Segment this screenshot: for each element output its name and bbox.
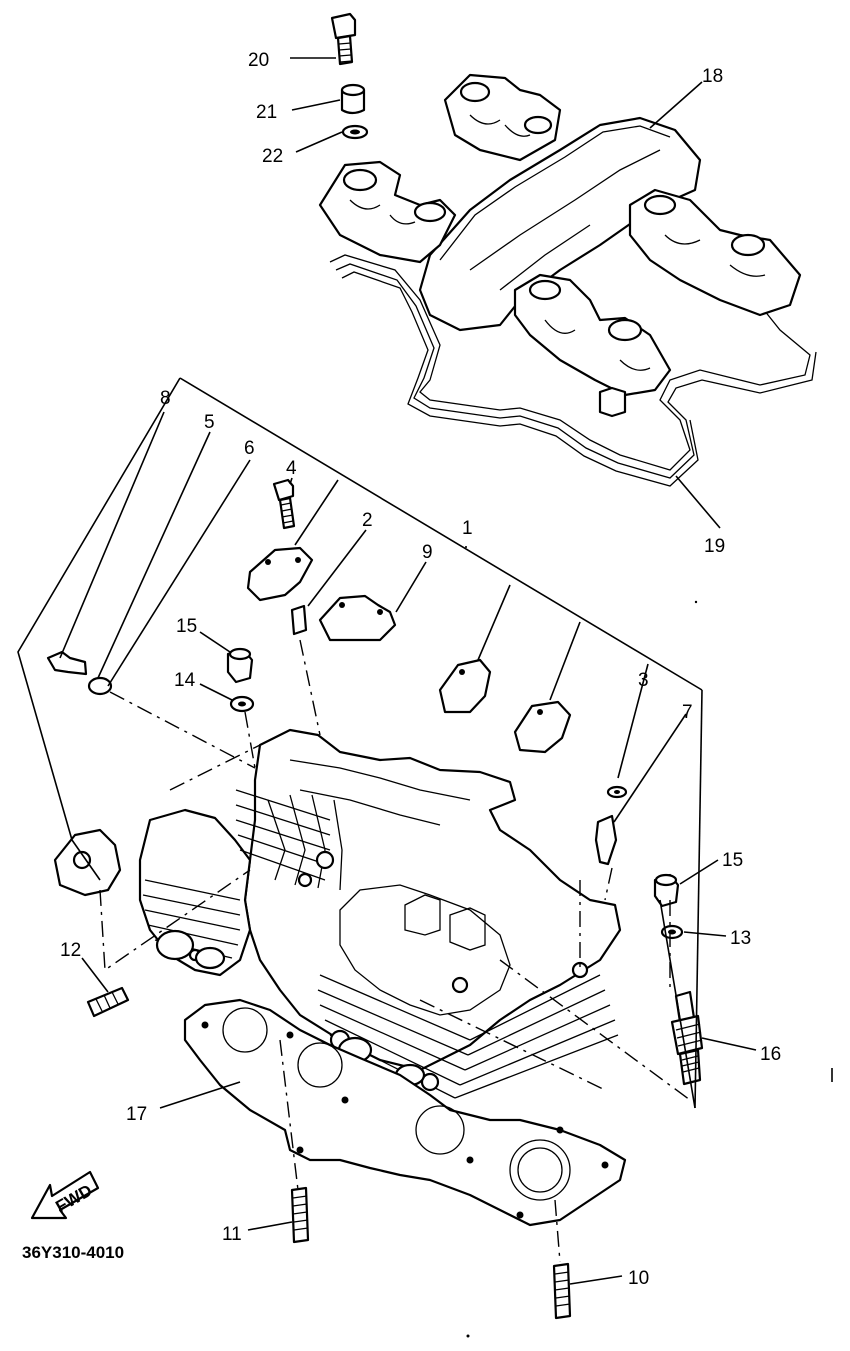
callout-labels: 20 21 22 18 19 8 5 6 4 2 1 9 15 14 3 7 1… bbox=[22, 50, 781, 1289]
callout-15-upper: 15 bbox=[176, 616, 197, 637]
callout-11: 11 bbox=[222, 1224, 242, 1245]
callout-18: 18 bbox=[702, 66, 723, 87]
callout-15-right: 15 bbox=[722, 850, 743, 871]
valve-cover-gasket bbox=[329, 254, 811, 471]
callout-2: 2 bbox=[362, 510, 373, 531]
stud-12 bbox=[86, 986, 130, 1018]
assembly-centerlines bbox=[99, 639, 691, 1263]
cam-cap-upper bbox=[246, 546, 314, 602]
callout-6: 6 bbox=[244, 438, 255, 459]
callout-10: 10 bbox=[628, 1268, 649, 1289]
callout-12: 12 bbox=[60, 940, 81, 961]
callout-13: 13 bbox=[730, 928, 751, 949]
spark-plug-16 bbox=[670, 990, 704, 1086]
callout-21: 21 bbox=[256, 102, 277, 123]
callout-22: 22 bbox=[262, 146, 283, 167]
callout-1: 1 bbox=[462, 518, 473, 539]
callout-20: 20 bbox=[248, 50, 269, 71]
callout-17: 17 bbox=[126, 1104, 147, 1125]
callout-14: 14 bbox=[174, 670, 196, 691]
bolt-4 bbox=[272, 478, 296, 530]
callout-3: 3 bbox=[638, 670, 649, 691]
callout-8: 8 bbox=[160, 388, 171, 409]
plug-7 bbox=[594, 814, 618, 866]
callout-19: 19 bbox=[704, 536, 725, 557]
reference-code: 36Y310-4010 bbox=[22, 1243, 124, 1262]
leader-lines bbox=[59, 57, 757, 1285]
cam-cap-9 bbox=[318, 594, 397, 642]
cover-bolt-stack bbox=[330, 12, 369, 140]
callout-5: 5 bbox=[204, 412, 215, 433]
cylinder-head bbox=[138, 728, 622, 1099]
fwd-arrow: FWD bbox=[30, 1170, 100, 1220]
callout-16: 16 bbox=[760, 1044, 781, 1065]
cam-cap-right bbox=[513, 700, 572, 754]
dowel-pin-2 bbox=[290, 604, 308, 636]
gasket-6 bbox=[87, 676, 113, 696]
valve-cover bbox=[318, 73, 817, 487]
cam-cap-center bbox=[438, 658, 492, 714]
callout-9: 9 bbox=[422, 542, 433, 563]
head-gasket bbox=[183, 998, 627, 1227]
union-bolt-8 bbox=[46, 650, 88, 676]
assembly-bracket bbox=[17, 377, 703, 1109]
callout-4: 4 bbox=[286, 458, 297, 479]
callout-7: 7 bbox=[682, 702, 693, 723]
